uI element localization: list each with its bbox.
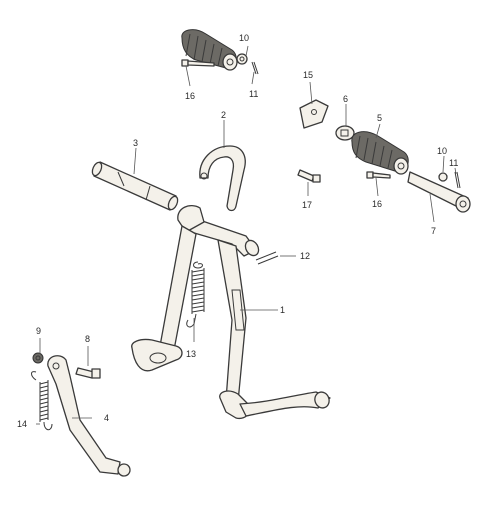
part-14-spring xyxy=(31,371,53,431)
callout-11-right: 11 xyxy=(449,158,458,168)
callout-6: 6 xyxy=(343,94,348,104)
part-7-footrest-arm xyxy=(407,171,471,213)
callout-8: 8 xyxy=(85,334,90,344)
part-17-bolt xyxy=(297,169,321,183)
callout-10-top: 10 xyxy=(239,33,249,43)
callout-5: 5 xyxy=(377,113,382,123)
part-1-main-stand xyxy=(131,205,331,420)
part-15-bracket xyxy=(299,99,329,129)
callout-15: 15 xyxy=(303,70,313,80)
part-10-washer-right xyxy=(438,172,448,182)
callout-13: 13 xyxy=(186,349,196,359)
part-6-washer xyxy=(335,125,355,141)
leader-lines xyxy=(36,45,457,425)
callout-2: 2 xyxy=(221,110,226,120)
callout-4: 4 xyxy=(104,413,109,423)
callout-12: 12 xyxy=(300,251,310,261)
callout-16-top: 16 xyxy=(185,91,195,101)
callout-3: 3 xyxy=(133,138,138,148)
callout-16-right: 16 xyxy=(372,199,382,209)
part-11-cotter-pin-top xyxy=(251,61,259,75)
part-11-cotter-pin-right xyxy=(454,171,461,189)
part-5-footrest-rubber-top xyxy=(181,29,238,71)
part-10-washer-top xyxy=(236,53,248,65)
callout-10-right: 10 xyxy=(437,146,447,156)
part-3-pivot-shaft xyxy=(91,161,179,211)
part-4-side-stand xyxy=(47,355,131,477)
part-8-bolt xyxy=(75,367,101,379)
callout-14: 14 xyxy=(17,419,27,429)
part-9-nut xyxy=(32,352,44,364)
callout-9: 9 xyxy=(36,326,41,336)
part-5-footrest-rubber-right xyxy=(351,131,409,175)
callout-7: 7 xyxy=(431,226,436,236)
part-2-spring-bracket xyxy=(199,145,246,212)
callout-1: 1 xyxy=(280,305,285,315)
part-12-pin xyxy=(255,251,279,265)
callout-17: 17 xyxy=(302,200,312,210)
callout-11-top: 11 xyxy=(249,89,258,99)
part-16-bolt-right xyxy=(366,171,391,179)
part-16-bolt-top xyxy=(181,59,215,67)
